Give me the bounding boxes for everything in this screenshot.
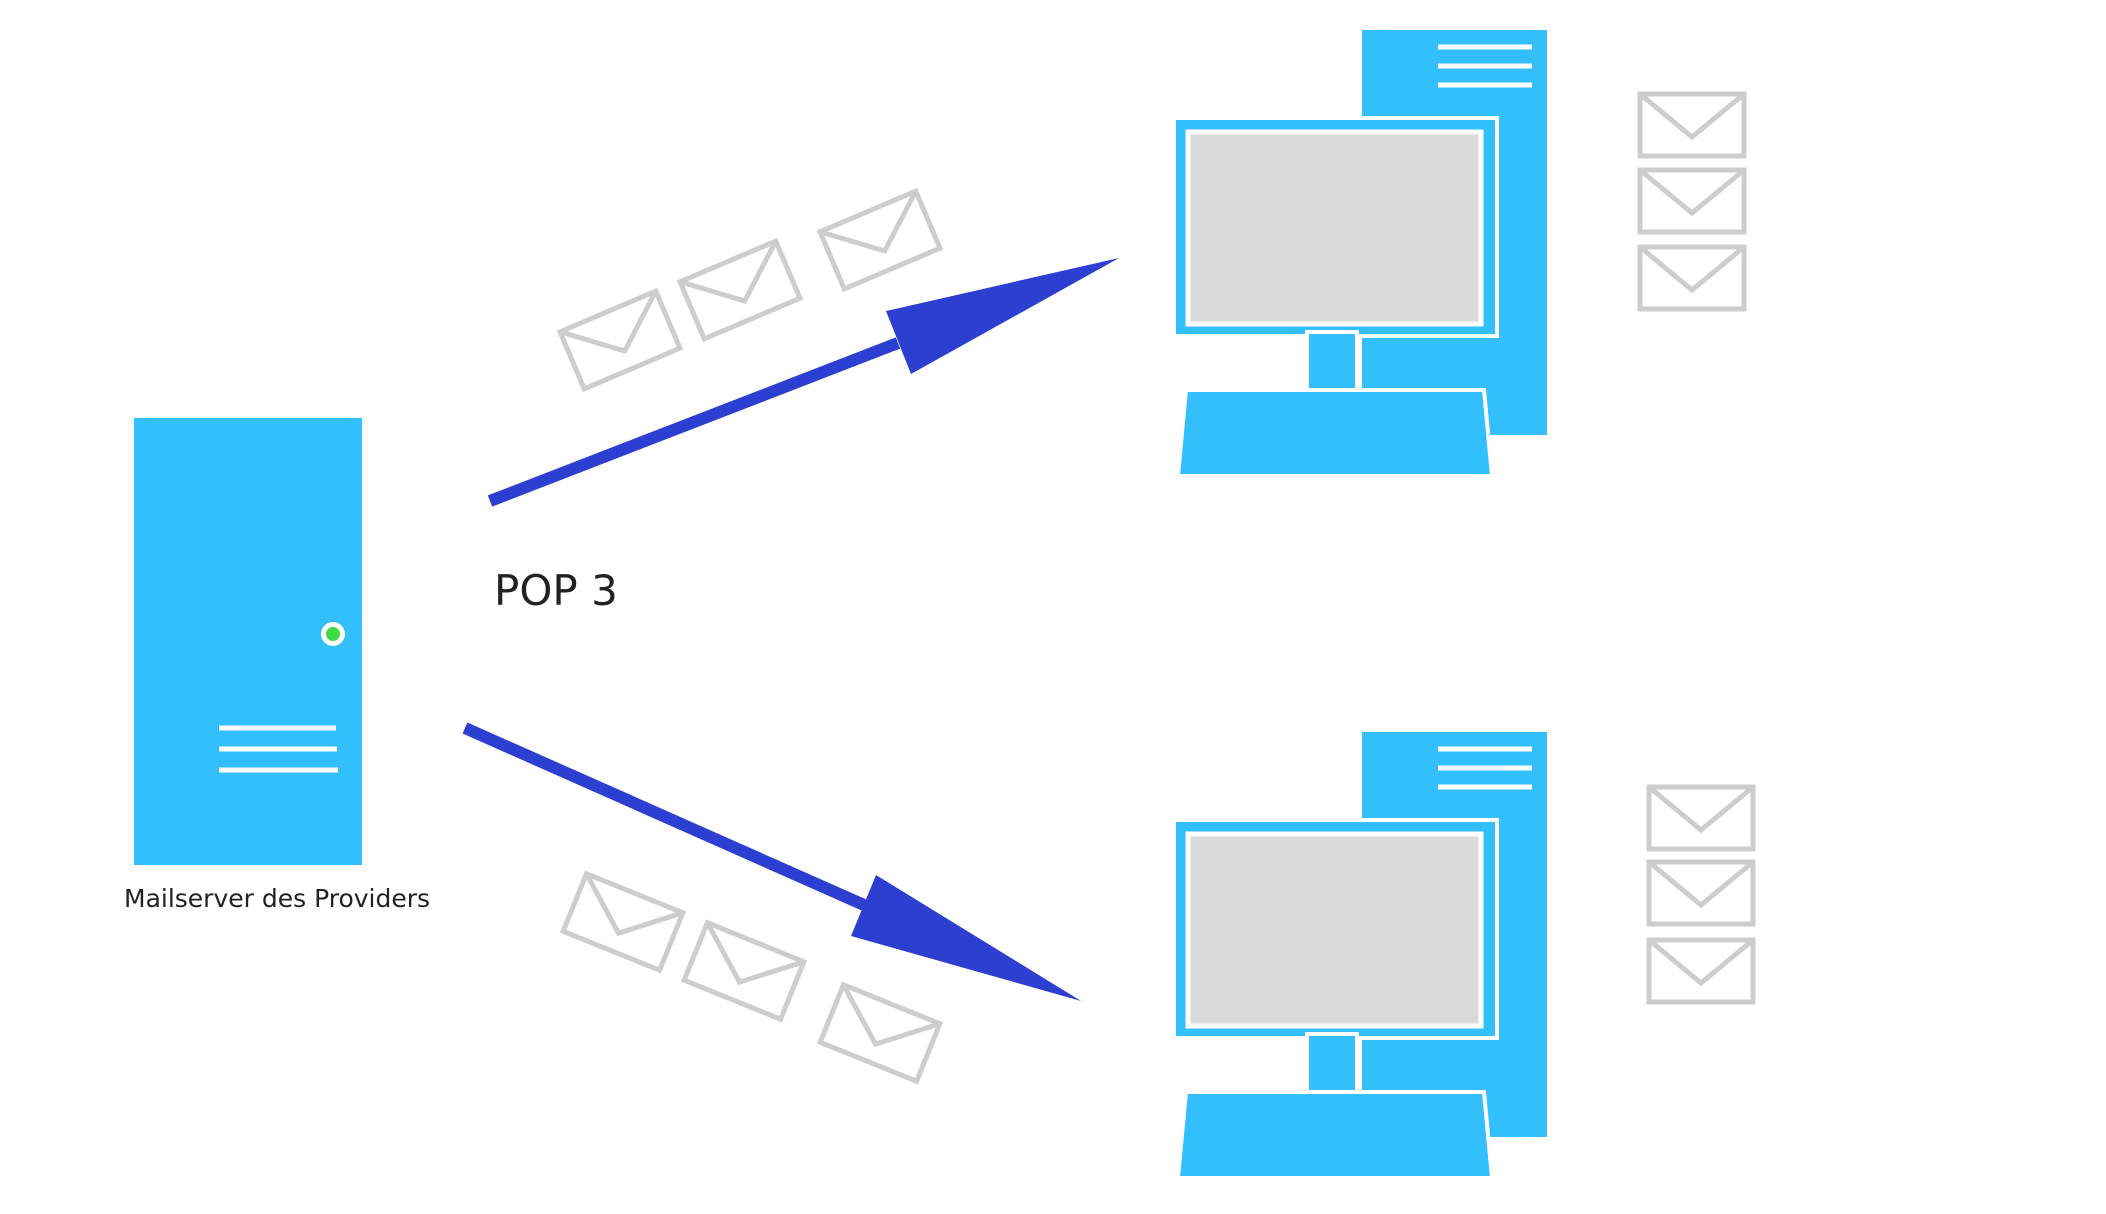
- envelope-icon: [820, 191, 940, 289]
- envelope-icon: [684, 923, 804, 1019]
- arrow-icon: [462, 722, 1081, 1001]
- mail-server-icon: [134, 418, 362, 865]
- envelope-icon: [820, 985, 940, 1081]
- envelope-icon: [1640, 247, 1744, 309]
- envelope-icon: [1649, 787, 1753, 849]
- envelope-icon: [1649, 862, 1753, 924]
- envelope-icon: [1649, 940, 1753, 1002]
- server-label: Mailserver des Providers: [124, 884, 431, 913]
- protocol-label: POP 3: [494, 566, 618, 615]
- arrow-icon: [487, 258, 1119, 507]
- envelope-icon: [680, 241, 800, 339]
- envelope-icon: [563, 874, 683, 970]
- envelope-icon: [560, 291, 680, 389]
- desktop-computer-icon: [1174, 30, 1547, 476]
- envelope-icon: [1640, 170, 1744, 232]
- envelope-icon: [1640, 94, 1744, 156]
- desktop-computer-icon: [1174, 732, 1547, 1178]
